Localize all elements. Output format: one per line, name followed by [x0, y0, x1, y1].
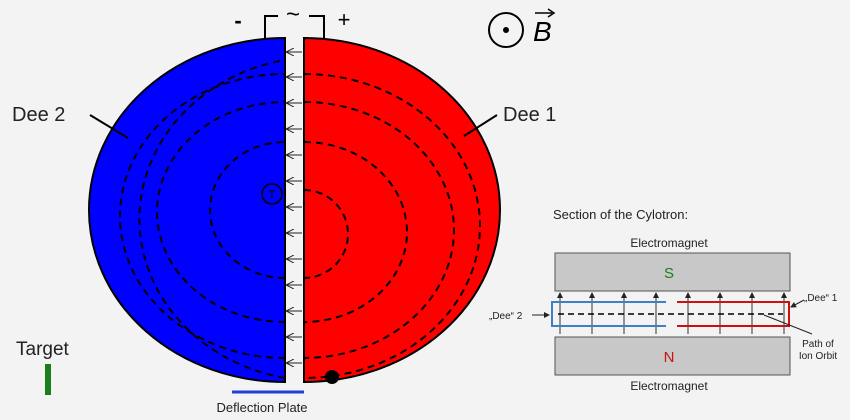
b-field-label: B [533, 16, 552, 47]
vector-arrow-icon [535, 8, 556, 18]
target-label: Target [16, 339, 70, 360]
section-title: Section of the Cylotron: [553, 207, 688, 222]
north-pole-label: N [664, 349, 675, 366]
path-of-ion-orbit-line2: Ion Orbit [799, 351, 838, 362]
ion-spiral-path [119, 59, 481, 379]
path-of-ion-orbit-line1: Path of [802, 339, 834, 350]
section-dee-2 [551, 301, 666, 327]
south-pole-label: S [664, 265, 674, 282]
north-pole-magnet [554, 336, 791, 376]
target-bar [45, 364, 51, 395]
section-dee-2-label: „Dee“ 2 [489, 311, 523, 322]
south-pole-magnet [554, 252, 791, 292]
section-dee-1-label: „Dee“ 1 [804, 293, 838, 304]
minus-terminal: - [234, 8, 241, 33]
gap-field-arrows [287, 52, 302, 363]
section-dee-1-arrow [790, 299, 805, 308]
bottom-electromagnet-label: Electromagnet [630, 379, 708, 393]
ac-supply-wires [264, 15, 325, 38]
dee-2 [88, 36, 286, 384]
deflection-plate-label: Deflection Plate [216, 400, 307, 415]
path-of-ion-orbit-leader [763, 314, 813, 335]
dee-1-label: Dee 1 [503, 104, 556, 126]
top-electromagnet-label: Electromagnet [630, 236, 708, 250]
ion-source-label: T [269, 189, 276, 201]
ion-particle [325, 370, 339, 384]
dee-1-leader [463, 114, 498, 137]
dee-2-label: Dee 2 [12, 104, 65, 126]
plus-terminal: + [338, 7, 351, 32]
ion-source-icon [261, 183, 283, 205]
dee-1 [303, 36, 501, 384]
dee-2-leader [89, 114, 129, 139]
ac-symbol: ~ [286, 1, 300, 28]
magnetic-field-out-icon [488, 12, 524, 48]
section-dee-1 [677, 301, 790, 327]
